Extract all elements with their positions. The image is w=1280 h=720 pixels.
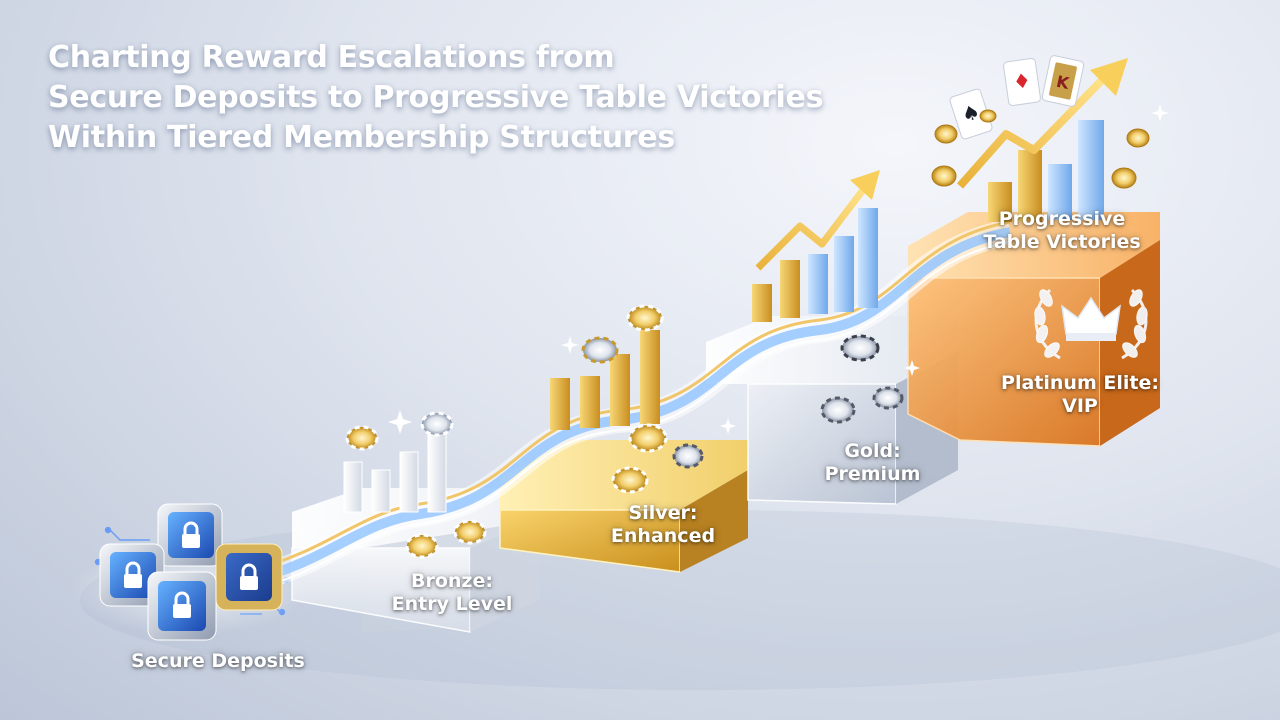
- gold-bar-chart: [752, 208, 878, 322]
- playing-card-icon: ♠: [949, 88, 993, 140]
- progressive-line-1: Progressive: [998, 208, 1126, 230]
- gold-tier-name: Gold:: [844, 440, 901, 462]
- silver-tier-label: Silver: Enhanced: [588, 502, 738, 548]
- silver-tier-name: Silver:: [628, 502, 698, 524]
- title-line-1: Charting Reward Escalations from: [48, 40, 615, 75]
- page-title: Charting Reward Escalations from Secure …: [48, 38, 823, 158]
- title-line-2: Secure Deposits to Progressive Table Vic…: [48, 80, 824, 115]
- trend-arrow-icon: [957, 58, 1128, 189]
- crown-icon: [1061, 296, 1121, 341]
- gold-coin-icon: [931, 109, 1150, 189]
- silver-tier-level: Enhanced: [610, 525, 716, 547]
- svg-text:♦: ♦: [1011, 68, 1032, 94]
- bronze-tier-label: Bronze: Entry Level: [372, 570, 532, 616]
- progressive-victories-label: Progressive Table Victories: [972, 208, 1152, 254]
- lock-icon: [173, 591, 191, 618]
- platinum-bar-chart: [988, 120, 1104, 222]
- platinum-tier-name: Platinum Elite:: [1001, 372, 1159, 394]
- secure-deposits-label: Secure Deposits: [118, 650, 318, 673]
- vault-icon: [157, 503, 223, 567]
- secure-deposits-text: Secure Deposits: [131, 650, 305, 672]
- bronze-tier-level: Entry Level: [391, 593, 513, 615]
- platinum-tier-level: VIP: [1062, 395, 1098, 417]
- svg-text:K: K: [1055, 72, 1072, 93]
- trend-arrow-icon: [755, 170, 880, 271]
- playing-card-icon: K: [1041, 55, 1085, 107]
- progressive-line-2: Table Victories: [983, 231, 1141, 253]
- platinum-tier-block: [907, 212, 1160, 447]
- sparkle-icon: [388, 104, 1169, 434]
- poker-chip-icon: [345, 304, 904, 559]
- title-line-3: Within Tiered Membership Structures: [48, 120, 675, 155]
- bronze-tier-name: Bronze:: [411, 570, 493, 592]
- silver-bar-chart: [550, 330, 660, 430]
- playing-card-icon: ♦: [1003, 58, 1041, 106]
- lock-icon: [182, 521, 200, 548]
- platinum-tier-label: Platinum Elite: VIP: [990, 372, 1170, 418]
- vault-icon: [215, 543, 283, 611]
- gold-tier-level: Premium: [824, 463, 921, 485]
- vault-icon: [147, 571, 217, 641]
- laurel-wreath-icon: [1034, 288, 1148, 360]
- lock-icon: [240, 563, 258, 590]
- gold-tier-label: Gold: Premium: [800, 440, 945, 486]
- lock-icon: [124, 561, 142, 588]
- vault-group: [99, 503, 283, 641]
